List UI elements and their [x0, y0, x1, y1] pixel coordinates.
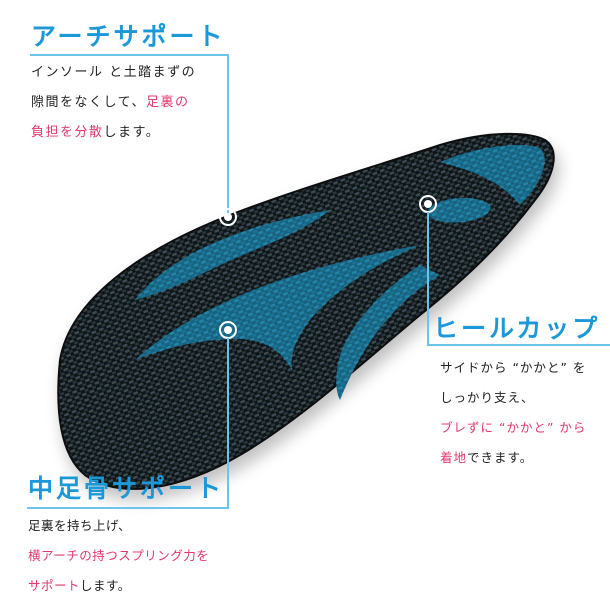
desc-line: 隙間をなくして、足裏の	[31, 95, 190, 110]
heel-cup-title: ヒールカップ	[433, 314, 601, 343]
desc-line: 横アーチの持つスプリング力を	[28, 541, 209, 571]
metatarsal-support-pin[interactable]	[219, 321, 237, 339]
desc-line: しっかり支え、	[440, 390, 535, 405]
highlight-text: サポート	[28, 578, 81, 593]
arch-support-pin[interactable]	[219, 208, 237, 226]
arch-support-title: アーチサポート	[31, 22, 226, 51]
arch-support-underline	[30, 54, 228, 56]
heel-cup-pin[interactable]	[419, 195, 437, 213]
desc-line: ブレずに “かかと” から	[440, 413, 586, 443]
arch-support-description: インソール と土踏まずの 隙間をなくして、足裏の 負担を分散します。	[31, 58, 196, 148]
metatarsal-support-underline	[27, 507, 229, 509]
heel-cup-underline	[427, 344, 610, 346]
highlight-text: 着地	[440, 450, 468, 465]
highlight-text: 負担を分散	[31, 125, 104, 140]
metatarsal-support-leader-line	[227, 338, 229, 508]
highlight-text: ブレずに “かかと” から	[440, 420, 587, 435]
heel-cup-description: サイドから “かかと” を しっかり支え、 ブレずに “かかと” から 着地でき…	[440, 353, 586, 473]
metatarsal-support-description: 足裏を持ち上げ、 横アーチの持つスプリング力を サポートします。	[28, 511, 209, 601]
desc-line: 負担を分散します。	[31, 125, 161, 140]
highlight-text: 横アーチの持つスプリング力を	[28, 548, 210, 563]
desc-line: 足裏を持ち上げ、	[28, 518, 132, 533]
metatarsal-support-title: 中足骨サポート	[28, 474, 225, 503]
desc-line: サポートします。	[28, 578, 131, 593]
desc-line: 着地できます。	[440, 450, 534, 465]
heel-cup-leader-line	[427, 212, 429, 345]
highlight-text: 足裏の	[145, 95, 190, 110]
desc-line: インソール と土踏まずの	[31, 65, 197, 80]
desc-line: サイドから “かかと” を	[440, 360, 587, 375]
arch-support-leader-line	[227, 54, 229, 214]
